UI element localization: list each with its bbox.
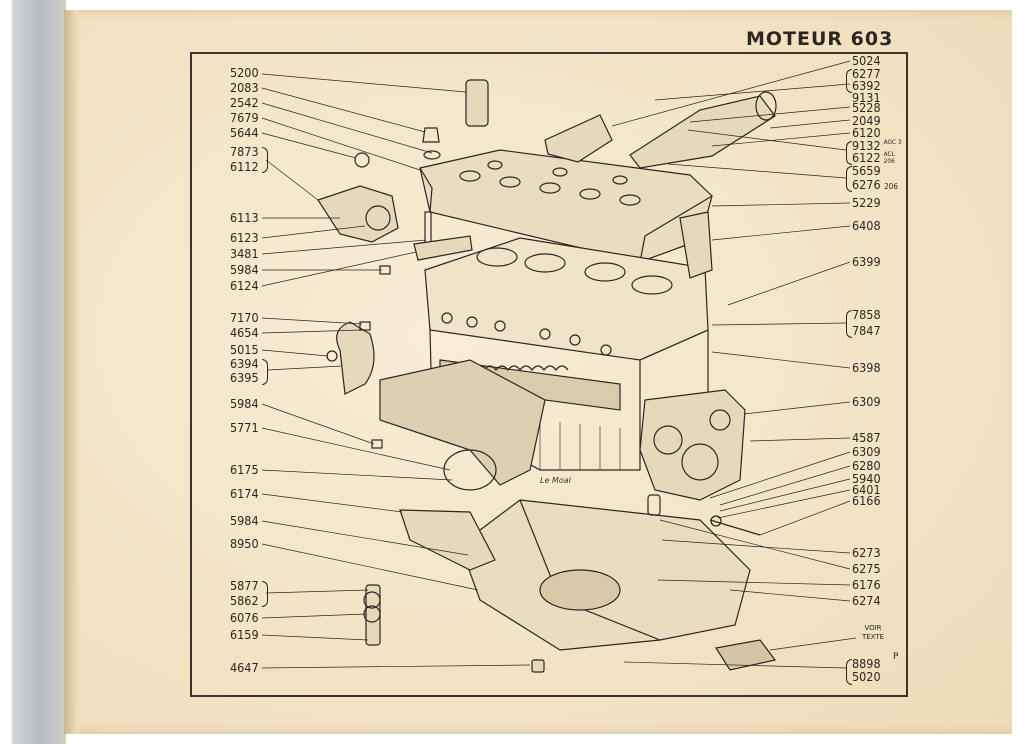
part-label-9131: 9131 <box>852 90 881 105</box>
diagram-frame <box>190 52 908 697</box>
part-label-7873: 7873 <box>230 144 259 159</box>
part-label-6166: 6166 <box>852 493 881 508</box>
bracket-right-9132 <box>846 141 852 165</box>
variant-note-6276: 206 <box>884 182 898 191</box>
part-label-6277: 6277 <box>852 66 881 81</box>
bracket-right-5659 <box>846 166 852 192</box>
part-label-3481: 3481 <box>230 246 259 261</box>
part-label-4647: 4647 <box>230 660 259 675</box>
part-label-5229: 5229 <box>852 195 881 210</box>
bracket-left-7873 <box>262 147 268 173</box>
part-label-6309-b: 6309 <box>852 444 881 459</box>
corner-mark: P <box>893 652 899 662</box>
part-label-6395: 6395 <box>230 370 259 385</box>
part-label-5940: 5940 <box>852 471 881 486</box>
part-label-5644: 5644 <box>230 125 259 140</box>
part-label-4587: 4587 <box>852 430 881 445</box>
part-label-8950: 8950 <box>230 536 259 551</box>
part-label-6280: 6280 <box>852 458 881 473</box>
part-label-6175: 6175 <box>230 462 259 477</box>
bracket-right-8898 <box>846 659 852 685</box>
part-label-2049: 2049 <box>852 113 881 128</box>
part-label-6273: 6273 <box>852 545 881 560</box>
part-label-6274: 6274 <box>852 593 881 608</box>
part-label-5024: 5024 <box>852 53 881 68</box>
part-label-6123: 6123 <box>230 230 259 245</box>
leader-lines <box>261 60 857 669</box>
part-label-5015: 5015 <box>230 342 259 357</box>
part-label-7858: 7858 <box>852 307 881 322</box>
bracket-left-5877 <box>262 581 268 607</box>
hardware-drawing <box>326 79 777 673</box>
part-label-6398: 6398 <box>852 360 881 375</box>
part-label-5984-b: 5984 <box>230 396 259 411</box>
part-label-6408: 6408 <box>852 218 881 233</box>
bracket-right-7858 <box>846 310 852 338</box>
part-label-5984-c: 5984 <box>230 513 259 528</box>
timing-cover-drawing <box>639 389 746 501</box>
water-pump-drawing <box>317 185 399 243</box>
engine-block-drawing <box>424 237 709 471</box>
part-label-6401: 6401 <box>852 482 881 497</box>
bracket-right-6277 <box>846 69 852 93</box>
part-label-6112: 6112 <box>230 159 259 174</box>
part-label-6394: 6394 <box>230 356 259 371</box>
part-label-6124: 6124 <box>230 278 259 293</box>
catalog-page <box>64 10 1012 734</box>
part-label-6176: 6176 <box>852 577 881 592</box>
page-gutter <box>64 10 78 734</box>
part-label-7170: 7170 <box>230 310 259 325</box>
part-label-5200: 5200 <box>230 65 259 80</box>
oil-pan-drawing <box>399 499 751 651</box>
part-label-8898: 8898 <box>852 656 881 671</box>
variant-note-6122: ACL 206 <box>883 150 895 165</box>
part-label-4654: 4654 <box>230 325 259 340</box>
see-text-note: VOIR TEXTE <box>861 624 885 641</box>
part-label-6159: 6159 <box>230 627 259 642</box>
oil-filler-drawing <box>679 211 713 279</box>
part-label-2542: 2542 <box>230 95 259 110</box>
scanner-edge <box>0 0 66 744</box>
part-label-5228: 5228 <box>852 100 881 115</box>
part-label-6113: 6113 <box>230 210 259 225</box>
part-label-6309-a: 6309 <box>852 394 881 409</box>
part-label-6399: 6399 <box>852 254 881 269</box>
part-label-5659: 5659 <box>852 163 881 178</box>
part-label-6120: 6120 <box>852 125 881 140</box>
manifold-drawing <box>336 321 546 491</box>
part-label-7679: 7679 <box>230 110 259 125</box>
part-label-5984-a: 5984 <box>230 262 259 277</box>
part-label-2083: 2083 <box>230 80 259 95</box>
bracket-left-6394 <box>262 359 268 385</box>
part-label-5877: 5877 <box>230 578 259 593</box>
part-label-6076: 6076 <box>230 610 259 625</box>
part-label-5020: 5020 <box>852 669 881 684</box>
part-label-5862: 5862 <box>230 593 259 608</box>
part-label-5771: 5771 <box>230 420 259 435</box>
variant-note-9132: AGC 3 <box>883 138 902 146</box>
part-label-6275: 6275 <box>852 561 881 576</box>
illustrator-signature: Le Moal <box>540 476 571 485</box>
part-label-6174: 6174 <box>230 486 259 501</box>
page-title: MOTEUR 603 <box>746 28 894 50</box>
water-outlet-drawing <box>544 91 777 169</box>
part-label-7847: 7847 <box>852 323 881 338</box>
part-label-6392: 6392 <box>852 78 881 93</box>
part-label-6276: 6276 206 <box>852 177 898 192</box>
